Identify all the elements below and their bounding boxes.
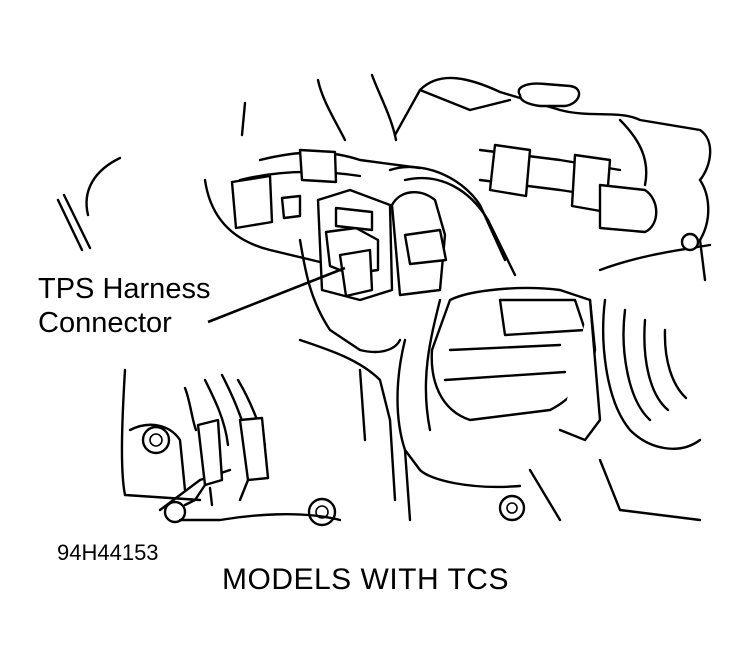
wiring-harness <box>183 373 270 507</box>
engine-block <box>298 338 702 522</box>
figure-reference-number: 94H44153 <box>57 540 159 565</box>
alternator <box>598 232 712 450</box>
connector-label: Connector <box>38 307 172 339</box>
vacuum-hoses <box>230 143 658 234</box>
figure-caption: MODELS WITH TCS <box>222 563 509 596</box>
tcs-actuator <box>396 286 602 489</box>
throttle-body <box>203 165 517 354</box>
lower-bracket <box>120 368 526 527</box>
air-intake-duct <box>240 73 712 242</box>
tps-harness-label: TPS Harness <box>38 273 211 305</box>
left-fender-curves <box>56 156 122 252</box>
callout-leader-line <box>207 266 346 324</box>
